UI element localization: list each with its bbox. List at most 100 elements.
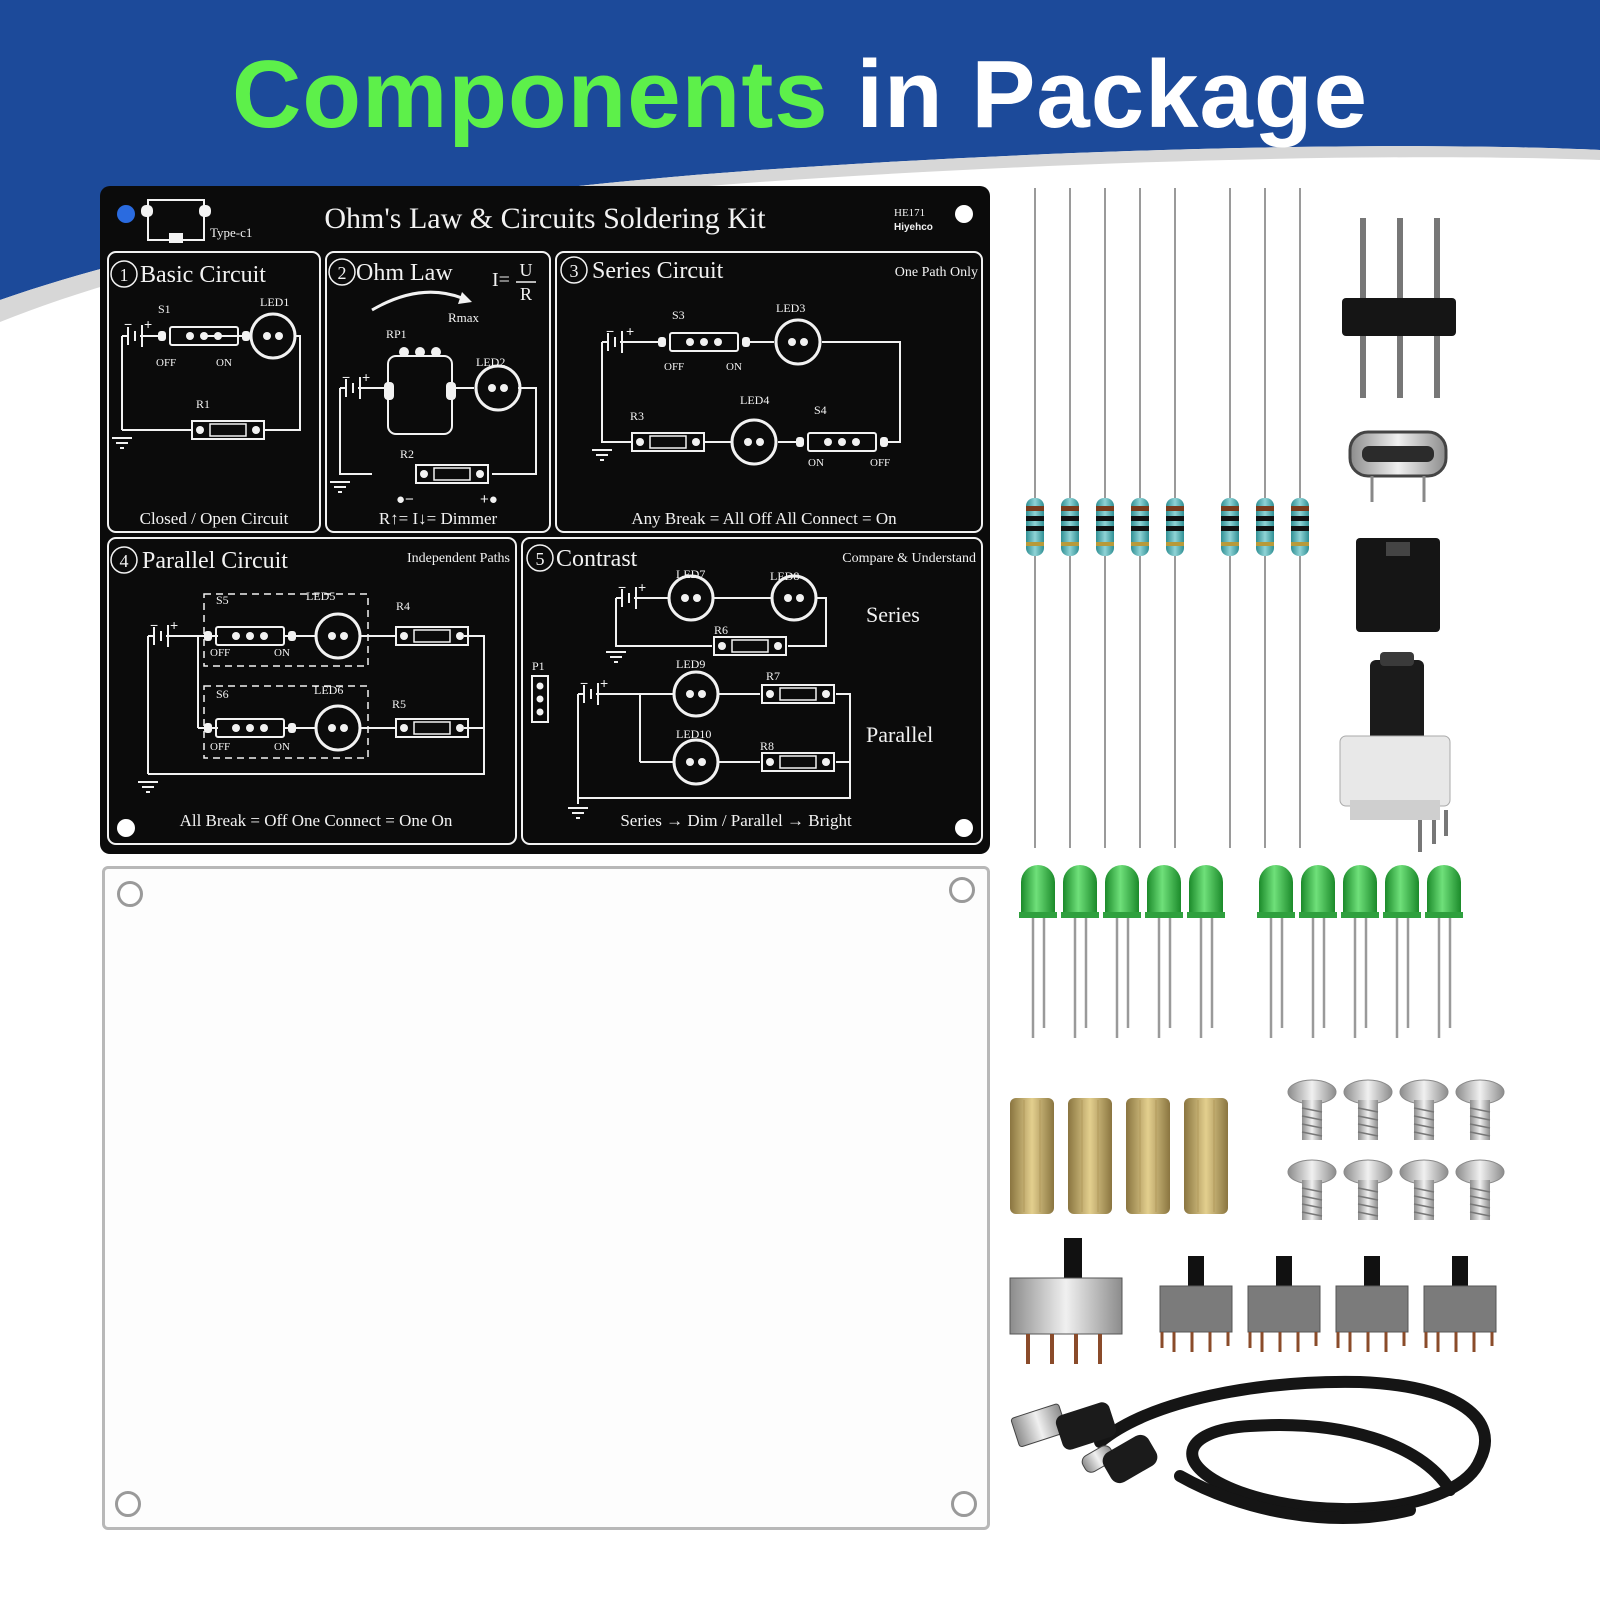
led6-label: LED6: [314, 683, 343, 697]
on-label: ON: [274, 647, 290, 659]
slide-switch-icon: [1158, 1254, 1498, 1354]
svg-text:+: +: [362, 369, 370, 385]
on-label: ON: [808, 457, 824, 469]
section-number-badge: [526, 544, 554, 572]
potentiometer-icon: [1339, 652, 1451, 852]
led-icon: [1017, 863, 1465, 1040]
section-number-badge: [560, 256, 588, 284]
s1-label: S1: [158, 302, 171, 316]
s3-label: S3: [672, 308, 685, 322]
svg-text:+: +: [638, 579, 646, 595]
section-footer: All Break = Off One Connect = One On: [180, 811, 453, 830]
mounting-hole: [955, 205, 973, 223]
section-title: Contrast: [556, 546, 638, 572]
section-number-badge: [328, 258, 356, 286]
usb-c-connector-icon: [1348, 430, 1448, 502]
pin-header-footprint: [531, 675, 549, 723]
s6-label: S6: [216, 687, 229, 701]
title-rest: in Package: [856, 41, 1368, 148]
mounting-hole: [949, 877, 975, 903]
usb-cable-icon: [1010, 1375, 1491, 1524]
led9-label: LED9: [676, 657, 705, 671]
section-frame: [107, 251, 321, 533]
section-number: 3: [570, 261, 579, 281]
r7-label: R7: [766, 669, 780, 683]
section-frame: [325, 251, 551, 533]
pcb-title: Ohm's Law & Circuits Soldering Kit: [324, 202, 766, 235]
off-label: OFF: [664, 361, 684, 373]
svg-text:−: −: [124, 316, 132, 332]
svg-text:−: −: [580, 675, 588, 691]
acrylic-base-plate: [102, 866, 990, 1530]
potentiometer-footprint: [399, 347, 409, 357]
r1-label: R1: [196, 397, 210, 411]
pin-header-icon: [1342, 218, 1456, 398]
led3-label: LED3: [776, 301, 805, 315]
section-title: Ohm Law: [356, 260, 453, 286]
usb-label: Type-c1: [210, 225, 252, 240]
off-label: OFF: [870, 457, 890, 469]
rp1-label: RP1: [386, 327, 407, 341]
mounting-hole: [955, 819, 973, 837]
section-footer: Closed / Open Circuit: [140, 509, 289, 528]
on-label: ON: [216, 357, 232, 369]
on-label: ON: [274, 741, 290, 753]
off-label: OFF: [210, 741, 230, 753]
s5-label: S5: [216, 593, 229, 607]
section-title: Basic Circuit: [140, 262, 266, 288]
r3-label: R3: [630, 409, 644, 423]
brand-logo: Hiyehco: [894, 222, 933, 233]
svg-text:−: −: [342, 369, 350, 385]
off-label: OFF: [210, 647, 230, 659]
p1-label: P1: [532, 659, 545, 673]
formula-denominator: R: [520, 284, 532, 304]
page-title: Components in Package: [0, 40, 1600, 150]
minus-pad-label: ●−: [396, 491, 414, 508]
standoff-icon: [1009, 1097, 1229, 1215]
section-number-badge: [110, 260, 138, 288]
arrow-icon: [371, 290, 463, 312]
section-title: Series Circuit: [592, 258, 724, 284]
section-number-badge: [110, 546, 138, 574]
led7-label: LED7: [676, 567, 705, 581]
led4-label: LED4: [740, 393, 769, 407]
led1-label: LED1: [260, 295, 289, 309]
mounting-hole: [117, 205, 135, 223]
r5-label: R5: [392, 697, 406, 711]
pcb-surface: [100, 186, 990, 854]
section-number: 2: [338, 263, 347, 283]
svg-text:−: −: [618, 579, 626, 595]
series-circuit-wiring: [601, 341, 901, 443]
mounting-hole: [117, 819, 135, 837]
screw-icon: [1287, 1079, 1505, 1221]
resistor-icon: [1025, 187, 1310, 849]
r4-label: R4: [396, 599, 410, 613]
section-footer: R↑= I↓= Dimmer: [379, 509, 498, 528]
off-label: OFF: [156, 357, 176, 369]
section-number: 1: [120, 265, 129, 285]
led5-label: LED5: [306, 589, 335, 603]
r6-label: R6: [714, 623, 728, 637]
components-area: [1000, 180, 1600, 1580]
formula-numerator: U: [520, 260, 533, 280]
series-label: Series: [866, 602, 920, 627]
svg-text:−: −: [150, 617, 158, 633]
svg-text:+: +: [600, 675, 608, 691]
mounting-hole: [117, 881, 143, 907]
section-note: Compare & Understand: [842, 551, 976, 566]
section-note: Independent Paths: [407, 551, 510, 566]
r2-label: R2: [400, 447, 414, 461]
basic-circuit-wiring: [121, 335, 301, 431]
formula-left: I=: [492, 269, 510, 291]
pcb-board: Type-c1 Ohm's Law & Circuits Soldering K…: [100, 186, 990, 854]
rmax-label: Rmax: [448, 310, 480, 325]
s4-label: S4: [814, 403, 827, 417]
section-number: 4: [120, 551, 129, 571]
section-frame: [555, 251, 983, 533]
svg-text:+: +: [626, 323, 634, 339]
title-highlight: Components: [232, 41, 829, 148]
section-title: Parallel Circuit: [142, 548, 288, 574]
section-footer: Series → Dim / Parallel → Bright: [620, 811, 852, 830]
svg-text:−: −: [606, 323, 614, 339]
section-footer: Any Break = All Off All Connect = On: [631, 509, 897, 528]
